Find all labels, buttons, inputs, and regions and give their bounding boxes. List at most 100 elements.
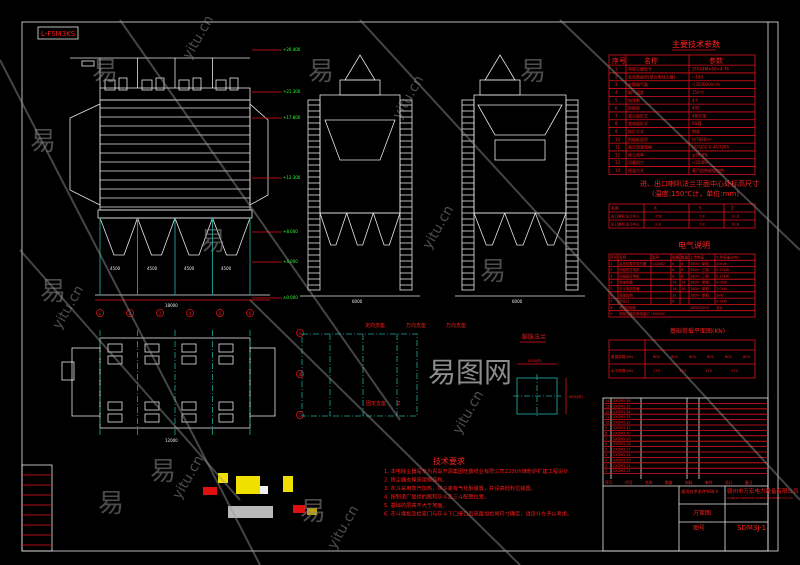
- axis-number: 1: [99, 311, 102, 316]
- table-border: [608, 339, 756, 379]
- table-cell: 7: [615, 113, 618, 118]
- watermark-line: [559, 19, 800, 251]
- part-index: 3: [605, 458, 607, 462]
- rapper-motor: [215, 79, 227, 91]
- axis-bubble: [126, 309, 134, 317]
- table-cell: 16: [681, 287, 685, 291]
- insulator-box: [218, 401, 234, 411]
- table-cell: 8: [610, 306, 612, 310]
- insulator-box: [218, 413, 234, 423]
- load-value: 800: [671, 355, 679, 359]
- title-block-border: [602, 397, 769, 552]
- table-cell: 烟气温度: [628, 89, 644, 95]
- drawing-type: 方案图: [693, 509, 711, 517]
- table-cell: 8: [672, 300, 674, 304]
- watermark-glyph: 易: [200, 227, 226, 257]
- company-name-en: GANZHOU WANHONG POWER EQUIPMENT CO.,LTD: [727, 496, 793, 500]
- part-index: 9: [605, 426, 607, 430]
- hopper: [534, 212, 567, 246]
- table-header: 名称: [619, 255, 627, 260]
- elevation-mark: +26.400: [283, 47, 301, 52]
- table-cell: 3: [615, 82, 618, 87]
- pixel-stamp: [203, 473, 317, 518]
- dimension-label: 4500: [110, 266, 121, 271]
- part-code: SXDM3.28: [613, 442, 631, 446]
- table-cell: 8: [672, 262, 674, 266]
- table-header: 工作容量(kW): [716, 255, 739, 260]
- company-name: 赣州市万宏电力设备有限公司: [727, 487, 799, 495]
- watermark-glyph: 易: [98, 489, 124, 519]
- insulator-box: [144, 355, 160, 365]
- table-cell: 10.8: [731, 223, 740, 227]
- flange-detail: 膨胀法兰 1400(外) 1800(外): [513, 333, 584, 418]
- table-cell: 380V~三相: [690, 267, 709, 272]
- table-cell: 8: [615, 121, 618, 126]
- tech-title: 技术要求: [433, 456, 465, 466]
- axis-bubble: [96, 309, 104, 317]
- sheet-label: 图号: [693, 525, 705, 532]
- table-cell: 除尘效率: [628, 151, 644, 157]
- table-cell: 高压电源规格: [628, 144, 652, 150]
- load-value: 170: [731, 369, 739, 373]
- hopper: [319, 212, 348, 246]
- watermark-line: [19, 249, 241, 501]
- part-code: SXDM3.36: [613, 399, 631, 403]
- column-header: 材料: [685, 480, 693, 485]
- table-cell: 10.8: [731, 215, 740, 219]
- column-header: 数量: [665, 480, 673, 485]
- table-cell: 3kW: [716, 293, 724, 297]
- part-index: 8: [605, 431, 607, 435]
- table-cell: 阴极振打电机: [619, 267, 640, 272]
- support-label-universal-2: 万向支座: [446, 322, 466, 329]
- table-cell: 放电极形式: [628, 120, 648, 126]
- table-cell: 150℃: [692, 90, 705, 95]
- watermark-url: yitu.cn: [450, 388, 488, 437]
- table-cell: 料位计: [619, 299, 630, 304]
- table-cell: 7.8: [699, 215, 705, 219]
- watermark-url: yitu.cn: [325, 503, 363, 552]
- row-label: 垂直荷载(kN): [611, 354, 634, 359]
- table-cell: 7.8: [699, 223, 705, 227]
- side-elevation-view-2: 6000: [455, 54, 585, 304]
- elevation-mark: +17.800: [283, 115, 301, 120]
- tech-requirement-line: 2. 除尘器支撑采用钢结构。: [384, 476, 448, 484]
- front-elevation-view: +26.400+21.300+17.800+12.300+8.000+4.000…: [21, 47, 301, 552]
- flange-heights-title: 进、出口喇叭法兰平面中心处标高尺寸: [640, 179, 759, 188]
- table-cell: 3: [610, 274, 612, 278]
- row-label: 水平荷载(kN): [611, 368, 634, 373]
- table-cell: 5: [610, 287, 612, 291]
- table-cell: 侧部: [692, 128, 700, 134]
- watermark-url: yitu.cn: [390, 73, 428, 122]
- axis-number: 2: [129, 311, 132, 316]
- table-cell: 高压硅整流变压器: [619, 261, 647, 266]
- table-cell: 绝缘加热: [619, 292, 633, 297]
- watermark-line: [249, 299, 521, 565]
- table-cell: 380V~单相: [690, 280, 709, 285]
- table-header: 工作电压: [690, 255, 705, 260]
- load-value: 170: [653, 369, 661, 373]
- load-value: 800: [707, 355, 715, 359]
- table-cell: 0.37kW: [716, 274, 730, 278]
- watermark-glyph: 易: [92, 57, 118, 87]
- table-cell: 9: [615, 129, 618, 134]
- flange-heights-subtitle: (温度:150℃计，单位:mm): [652, 189, 739, 198]
- watermark-glyph: 易: [30, 127, 56, 157]
- table-cell: 4个: [692, 98, 699, 103]
- table-cell: 蒸汽加热或电加热: [692, 167, 724, 173]
- watermark-url: yitu.cn: [420, 203, 458, 252]
- insulator-box: [218, 355, 234, 365]
- column-header: 单件: [705, 480, 713, 485]
- axis-bubble: [156, 309, 164, 317]
- table-cell: 约7800m²: [692, 136, 712, 142]
- table-cell: 灰斗电加热器: [619, 286, 640, 291]
- axis-number: 4: [189, 311, 192, 316]
- hopper: [504, 212, 536, 246]
- table-cell: 12: [615, 152, 621, 157]
- table-cell: 2: [610, 268, 612, 272]
- table-cell: <350000m³/h: [692, 82, 720, 87]
- support-label-fixed-direction: 定向支座: [365, 322, 385, 329]
